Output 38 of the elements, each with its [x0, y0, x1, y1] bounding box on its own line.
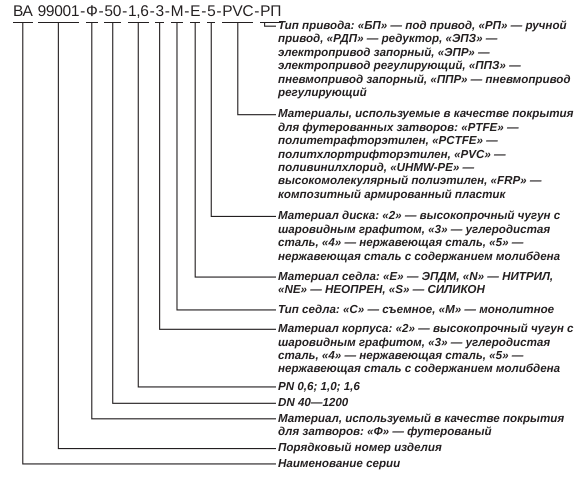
description-text: Материал седла: «E» — ЭПДМ, «N» — НИТРИЛ, «NE» — НЕОПРЕН, «S» — СИЛИКОН: [278, 270, 580, 297]
code-hyphen: -: [150, 4, 154, 19]
code-hyphen: -: [254, 4, 260, 19]
code-hyphen: -: [201, 4, 206, 19]
leader-line: [210, 23, 276, 218]
description-text: Материалы, используемые в качестве покрытия для футерованных затворов: «PTFE» — политетрафторэтилен, «PCTFE» — политхлортрифторэтилен, «PVC» — поливинилхлорид, «UHMW-PE» — высокомолекулярный полиэтилен, «FRP» — композитный армированный пластик: [278, 107, 580, 202]
leader-line: [58, 23, 276, 450]
code-hyphen: -: [216, 4, 222, 19]
description-text: Порядковый номер изделия: [278, 441, 580, 455]
underlined-code-part: 50: [104, 4, 122, 23]
description-text: Материал диска: «2» — высокопрочный чугун с шаровидным графитом, «3» — углеродистая сталь, «4» — нержавеющая сталь, «5» — нержавеющая сталь с содержанием молибдена: [278, 209, 580, 263]
code-hyphen: -: [184, 4, 190, 19]
underlined-code-part: PVC: [222, 4, 254, 23]
leader-line: [237, 23, 276, 116]
code-hyphen: -: [164, 4, 170, 19]
leader-line: [22, 23, 276, 465]
description-text: Материал корпуса: «2» — высокопрочный чугун с шаровидным графитом, «3» — углеродистая сталь, «4» — нержавеющая сталь, «5» — нержавеющая сталь с содержанием молибдена: [278, 322, 580, 376]
code-hyphen: -: [98, 4, 104, 19]
underlined-code-part: Е: [190, 4, 200, 23]
underlined-code-part: М: [170, 4, 184, 23]
underlined-code-part: Ф: [86, 4, 98, 23]
description-text: Тип седла: «С» — съемное, «М» — монолитное: [278, 302, 580, 316]
leader-line: [264, 23, 276, 27]
description-text: DN 40—1200: [278, 396, 580, 410]
leader-line: [176, 23, 276, 310]
underlined-code-part: 5: [207, 4, 216, 23]
leader-line: [138, 23, 276, 388]
underlined-code-part: 99001: [38, 4, 80, 23]
underlined-code-part: 3: [155, 4, 164, 23]
code-hyphen: -: [122, 4, 127, 19]
code-hyphen: -: [80, 4, 86, 19]
description-text: PN 0,6; 1,0; 1,6: [278, 380, 580, 394]
description-text: Наименование серии: [278, 456, 580, 470]
leader-line: [194, 23, 276, 278]
underlined-code-part: ВА: [13, 4, 33, 23]
underlined-code-part: 1,6: [128, 4, 149, 23]
description-text: Материал, используемый в качестве покрытия для затворов: «Ф» — футерованый: [278, 412, 580, 438]
leader-line: [159, 23, 276, 330]
